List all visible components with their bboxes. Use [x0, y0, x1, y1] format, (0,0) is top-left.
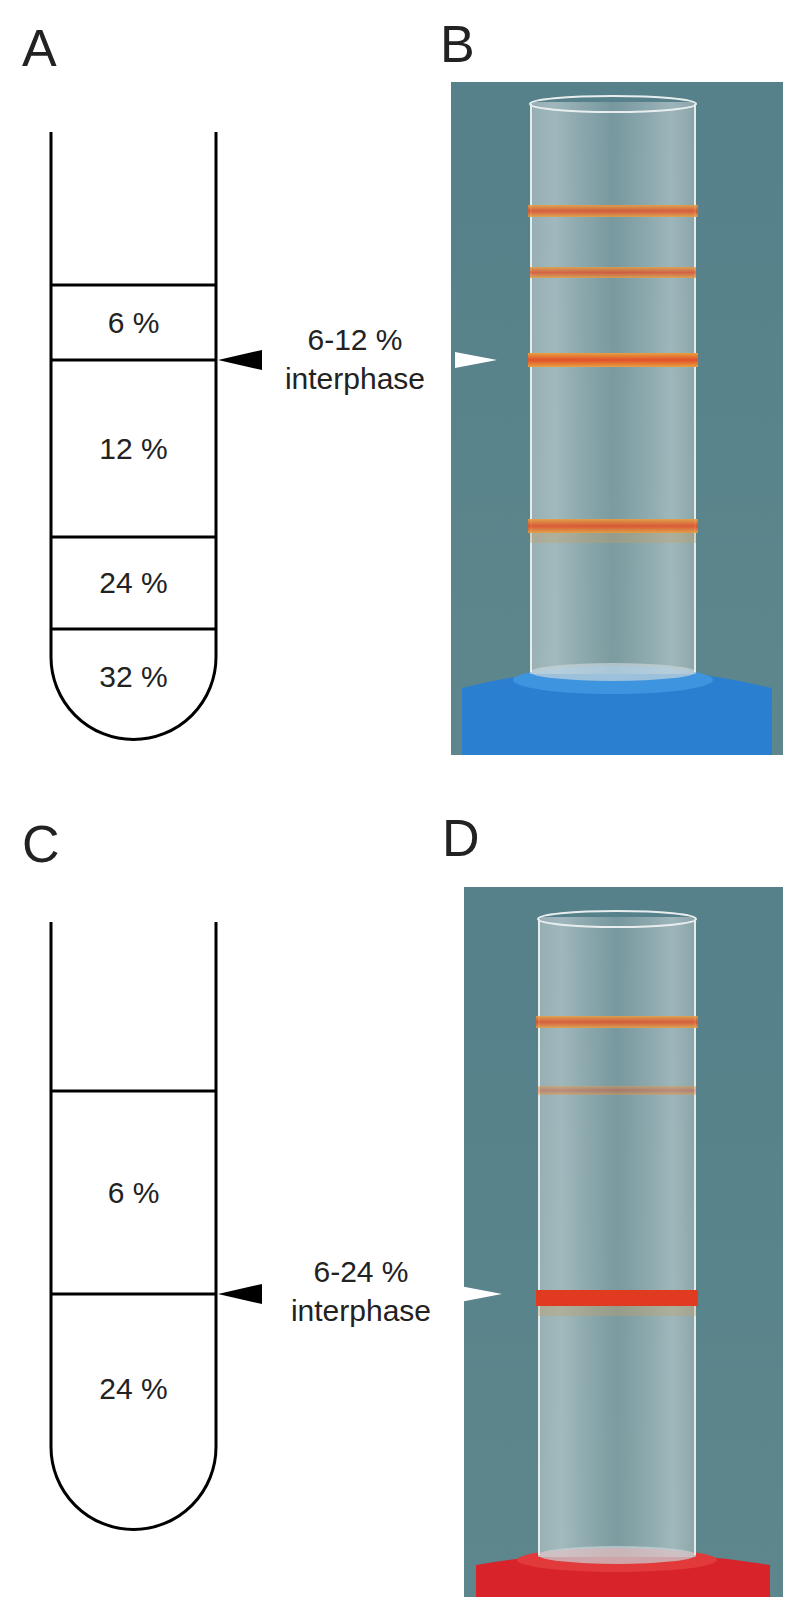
gradient-layer: 6 %: [51, 1091, 216, 1294]
gradient-layer: 12 %: [51, 360, 216, 537]
gradient-layer: 24 %: [51, 1294, 216, 1484]
panel-letter: C: [22, 818, 60, 870]
layer-label: 24 %: [99, 1372, 167, 1406]
tube-photo: [460, 887, 783, 1597]
pointer-arrow: [218, 350, 262, 370]
gradient-layer: 6 %: [51, 285, 216, 360]
layer-label: 32 %: [99, 660, 167, 694]
interphase-label: 6-12 % interphase: [269, 320, 441, 398]
pointer-arrow: [218, 1284, 262, 1304]
layer-label: 6 %: [108, 306, 160, 340]
tube-outline: [51, 922, 216, 1529]
panel-letter: A: [22, 22, 57, 74]
layer-label: 12 %: [99, 432, 167, 466]
panel-letter: D: [442, 812, 480, 864]
gradient-layer: 32 %: [51, 629, 216, 725]
interphase-label: 6-24 % interphase: [275, 1252, 447, 1330]
panel-letter: B: [440, 18, 475, 70]
layer-label: 6 %: [108, 1176, 160, 1210]
tube-outline: [51, 132, 216, 739]
tube-photo: [451, 82, 783, 755]
gradient-layer: 24 %: [51, 537, 216, 629]
layer-label: 24 %: [99, 566, 167, 600]
